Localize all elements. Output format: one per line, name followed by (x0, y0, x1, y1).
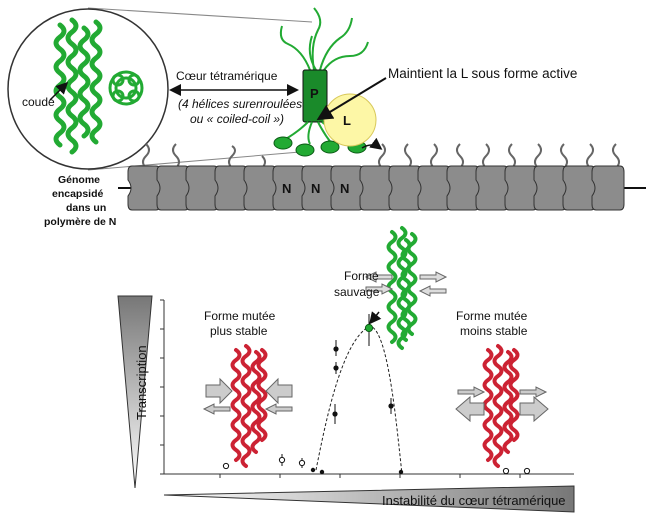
wild-type-arrows (364, 271, 448, 297)
n-label-1: N (282, 181, 291, 196)
mutant-stable-arrows (202, 377, 293, 415)
n-label-2: N (311, 181, 320, 196)
data-point (333, 346, 339, 352)
data-point (398, 469, 404, 475)
data-point (310, 467, 316, 473)
core-desc-line2: ou « coiled-coil ») (190, 112, 284, 126)
data-point (278, 456, 286, 464)
nucleoprotein-polymer: N N N (118, 165, 646, 211)
p-label: P (310, 86, 319, 101)
forme-sauvage-line1: Forme (344, 269, 379, 283)
l-label: L (343, 113, 351, 128)
data-point (319, 469, 325, 475)
wild-type-helices-icon (386, 226, 418, 350)
data-point (298, 459, 306, 467)
data-point (523, 467, 531, 475)
mutee-moins-line1: Forme mutée (456, 309, 528, 323)
zoom-inset: coude (7, 7, 313, 171)
data-point (333, 365, 339, 371)
mutee-stable-line2: plus stable (210, 324, 268, 338)
error-bars (281, 314, 392, 468)
wild-type-data-point (364, 323, 374, 333)
data-point (332, 411, 338, 417)
genome-line-2: encapsidé (52, 188, 104, 200)
core-title: Cœur tétramérique (176, 69, 278, 83)
x-axis-label: Instabilité du cœur tétramérique (382, 493, 566, 508)
l-protein-icon: L (323, 93, 383, 150)
genome-label: Génome encapsidé dans un polymère de N (44, 174, 116, 228)
x-axis-gradient-triangle (163, 485, 575, 513)
data-points (222, 314, 531, 475)
wild-type-pointer-arrow (369, 311, 382, 325)
maintain-label: Maintient la L sous forme active (388, 66, 577, 81)
maintain-arrow (316, 77, 387, 121)
fit-curve (315, 325, 403, 475)
mutant-unstable-helices-icon (482, 344, 520, 468)
mutee-moins-line2: moins stable (460, 324, 528, 338)
data-point (222, 462, 230, 470)
data-point (388, 403, 394, 409)
y-axis-gradient-triangle (117, 295, 153, 489)
y-axis-label: Transcription (134, 345, 149, 420)
genome-line-1: Génome (58, 174, 100, 186)
data-point (502, 467, 510, 475)
genome-line-3: dans un (66, 202, 106, 214)
genome-line-4: polymère de N (44, 216, 116, 228)
coude-label: coude (22, 95, 55, 109)
mutant-stable-helices-icon (230, 344, 268, 468)
mutee-stable-line1: Forme mutée (204, 309, 276, 323)
rna-strands (142, 143, 620, 169)
coiled-coil-top-view-icon (108, 70, 144, 106)
forme-sauvage-line2: sauvage (334, 285, 380, 299)
core-desc-line1: (4 hélices surenroulées (178, 97, 302, 111)
mutant-unstable-arrows (455, 386, 549, 423)
n-label-3: N (340, 181, 349, 196)
